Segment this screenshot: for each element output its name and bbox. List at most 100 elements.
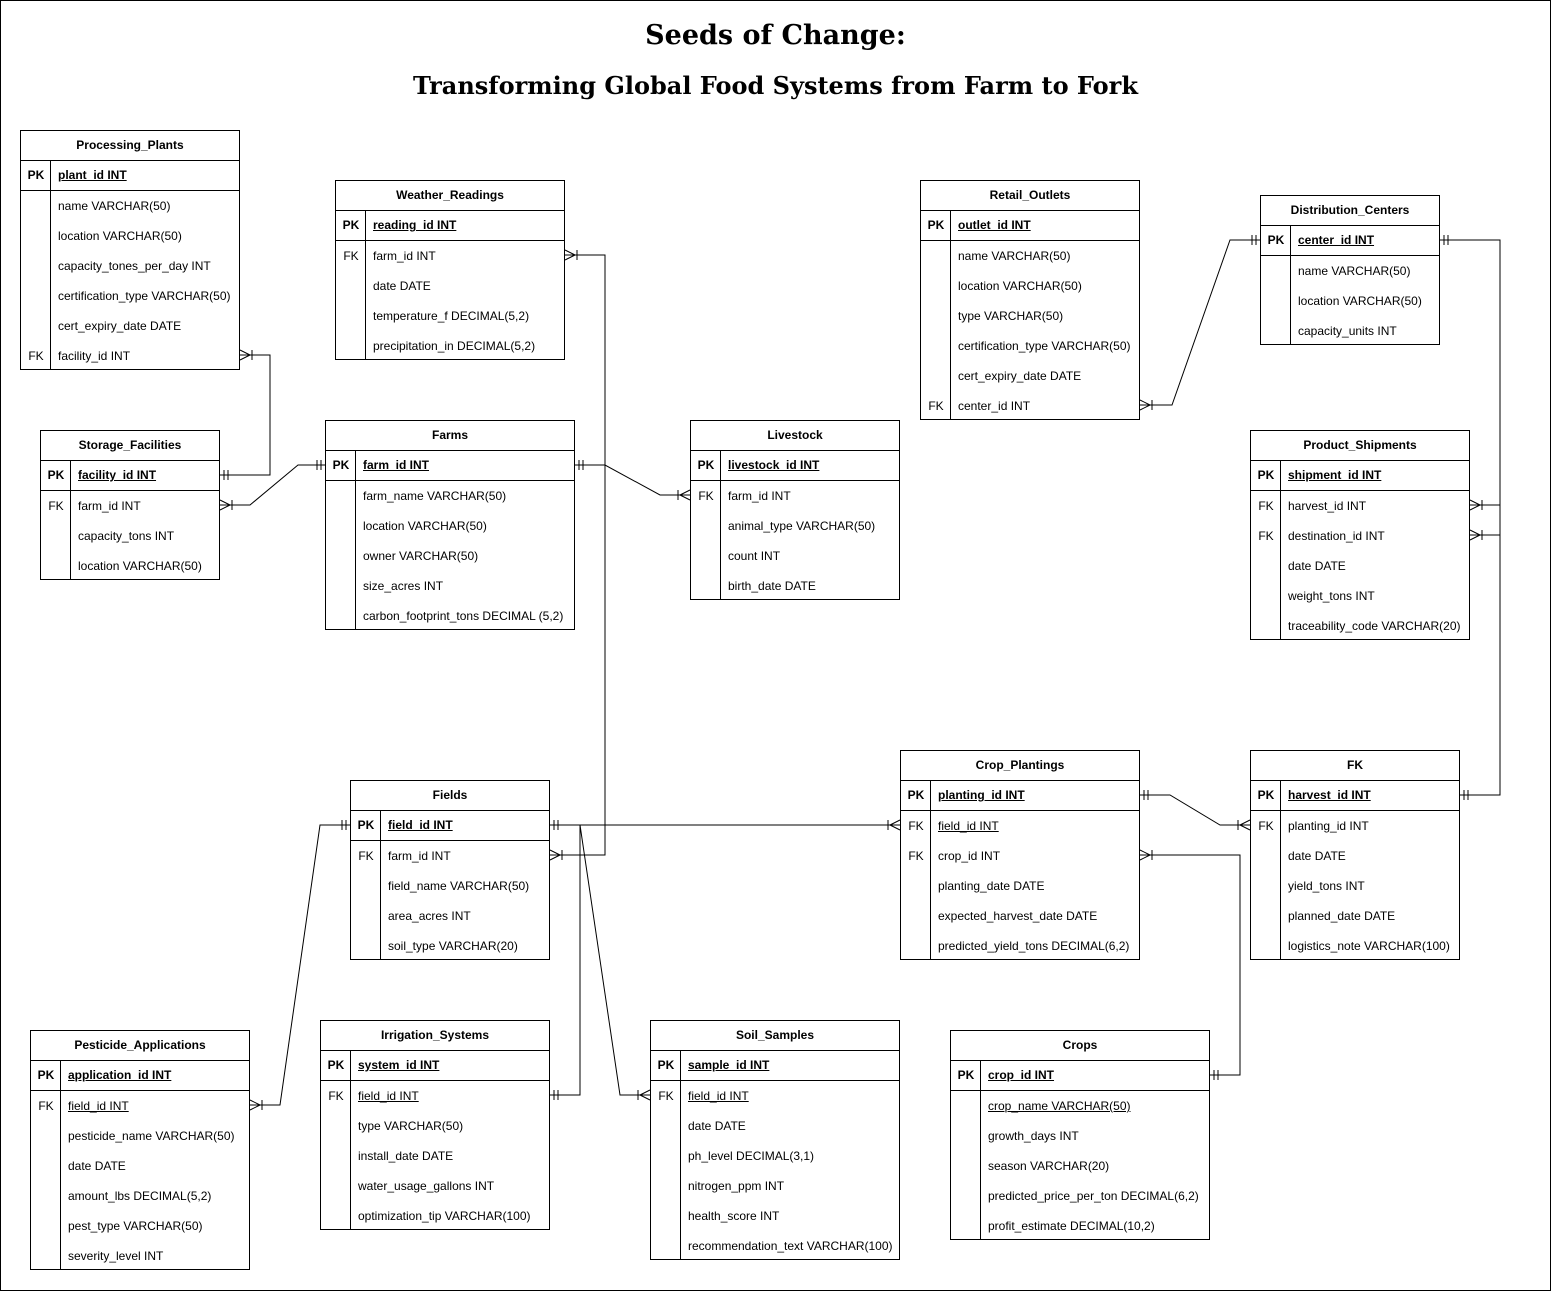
attribute-row[interactable]: recommendation_text VARCHAR(100) [651, 1231, 899, 1261]
attribute-row[interactable]: name VARCHAR(50) [921, 241, 1139, 271]
attribute-row[interactable]: name VARCHAR(50) [1261, 256, 1439, 286]
attribute-row[interactable]: severity_level INT [31, 1241, 249, 1271]
attribute-row[interactable]: carbon_footprint_tons DECIMAL (5,2) [326, 601, 574, 631]
attribute-row[interactable]: count INT [691, 541, 899, 571]
attribute-row[interactable]: growth_days INT [951, 1121, 1209, 1151]
attribute-row[interactable]: yield_tons INT [1251, 871, 1459, 901]
attribute-row[interactable]: predicted_price_per_ton DECIMAL(6,2) [951, 1181, 1209, 1211]
attribute-row[interactable]: profit_estimate DECIMAL(10,2) [951, 1211, 1209, 1241]
attribute-row[interactable]: cert_expiry_date DATE [921, 361, 1139, 391]
attribute-row[interactable]: certification_type VARCHAR(50) [921, 331, 1139, 361]
attribute-row[interactable]: weight_tons INT [1251, 581, 1469, 611]
attribute-row[interactable]: crop_name VARCHAR(50) [951, 1091, 1209, 1121]
attribute-row[interactable]: pesticide_name VARCHAR(50) [31, 1121, 249, 1151]
attribute-row[interactable]: amount_lbs DECIMAL(5,2) [31, 1181, 249, 1211]
attribute-row[interactable]: pest_type VARCHAR(50) [31, 1211, 249, 1241]
attribute-row[interactable]: birth_date DATE [691, 571, 899, 601]
attribute-row[interactable]: date DATE [31, 1151, 249, 1181]
attribute-row[interactable]: predicted_yield_tons DECIMAL(6,2) [901, 931, 1139, 961]
attribute-row[interactable]: location VARCHAR(50) [41, 551, 219, 581]
attribute-row[interactable]: location VARCHAR(50) [921, 271, 1139, 301]
attribute-row[interactable]: type VARCHAR(50) [321, 1111, 549, 1141]
attribute-row[interactable]: name VARCHAR(50) [21, 191, 239, 221]
attribute-row[interactable]: date DATE [651, 1111, 899, 1141]
attribute-row[interactable]: type VARCHAR(50) [921, 301, 1139, 331]
attribute-row[interactable]: capacity_tons INT [41, 521, 219, 551]
attribute-row[interactable]: nitrogen_ppm INT [651, 1171, 899, 1201]
attribute-row[interactable]: area_acres INT [351, 901, 549, 931]
attribute-row[interactable]: certification_type VARCHAR(50) [21, 281, 239, 311]
attribute-row[interactable]: ph_level DECIMAL(3,1) [651, 1141, 899, 1171]
attribute-row[interactable]: health_score INT [651, 1201, 899, 1231]
attribute-row[interactable]: capacity_tones_per_day INT [21, 251, 239, 281]
attribute-row[interactable]: field_name VARCHAR(50) [351, 871, 549, 901]
attribute-row[interactable]: owner VARCHAR(50) [326, 541, 574, 571]
attribute-row[interactable]: planting_date DATE [901, 871, 1139, 901]
attribute-row[interactable]: temperature_f DECIMAL(5,2) [336, 301, 564, 331]
attribute-row[interactable]: farm_name VARCHAR(50) [326, 481, 574, 511]
attribute-row[interactable]: water_usage_gallons INT [321, 1171, 549, 1201]
attribute-row[interactable]: precipitation_in DECIMAL(5,2) [336, 331, 564, 361]
attribute-row[interactable]: season VARCHAR(20) [951, 1151, 1209, 1181]
attribute-row[interactable]: location VARCHAR(50) [1261, 286, 1439, 316]
attribute-row[interactable]: cert_expiry_date DATE [21, 311, 239, 341]
attribute-row[interactable]: date DATE [1251, 841, 1459, 871]
attribute-row[interactable]: capacity_units INT [1261, 316, 1439, 346]
attribute-row[interactable]: planned_date DATE [1251, 901, 1459, 931]
attribute-row[interactable]: location VARCHAR(50) [326, 511, 574, 541]
attribute-row[interactable]: install_date DATE [321, 1141, 549, 1171]
attribute-row[interactable]: logistics_note VARCHAR(100) [1251, 931, 1459, 961]
attribute-row[interactable]: date DATE [336, 271, 564, 301]
attribute-row[interactable]: optimization_tip VARCHAR(100) [321, 1201, 549, 1231]
attribute-row[interactable]: location VARCHAR(50) [21, 221, 239, 251]
attribute-row[interactable]: animal_type VARCHAR(50) [691, 511, 899, 541]
attribute-row[interactable]: expected_harvest_date DATE [901, 901, 1139, 931]
attribute-row[interactable]: soil_type VARCHAR(20) [351, 931, 549, 961]
attribute-row[interactable]: size_acres INT [326, 571, 574, 601]
